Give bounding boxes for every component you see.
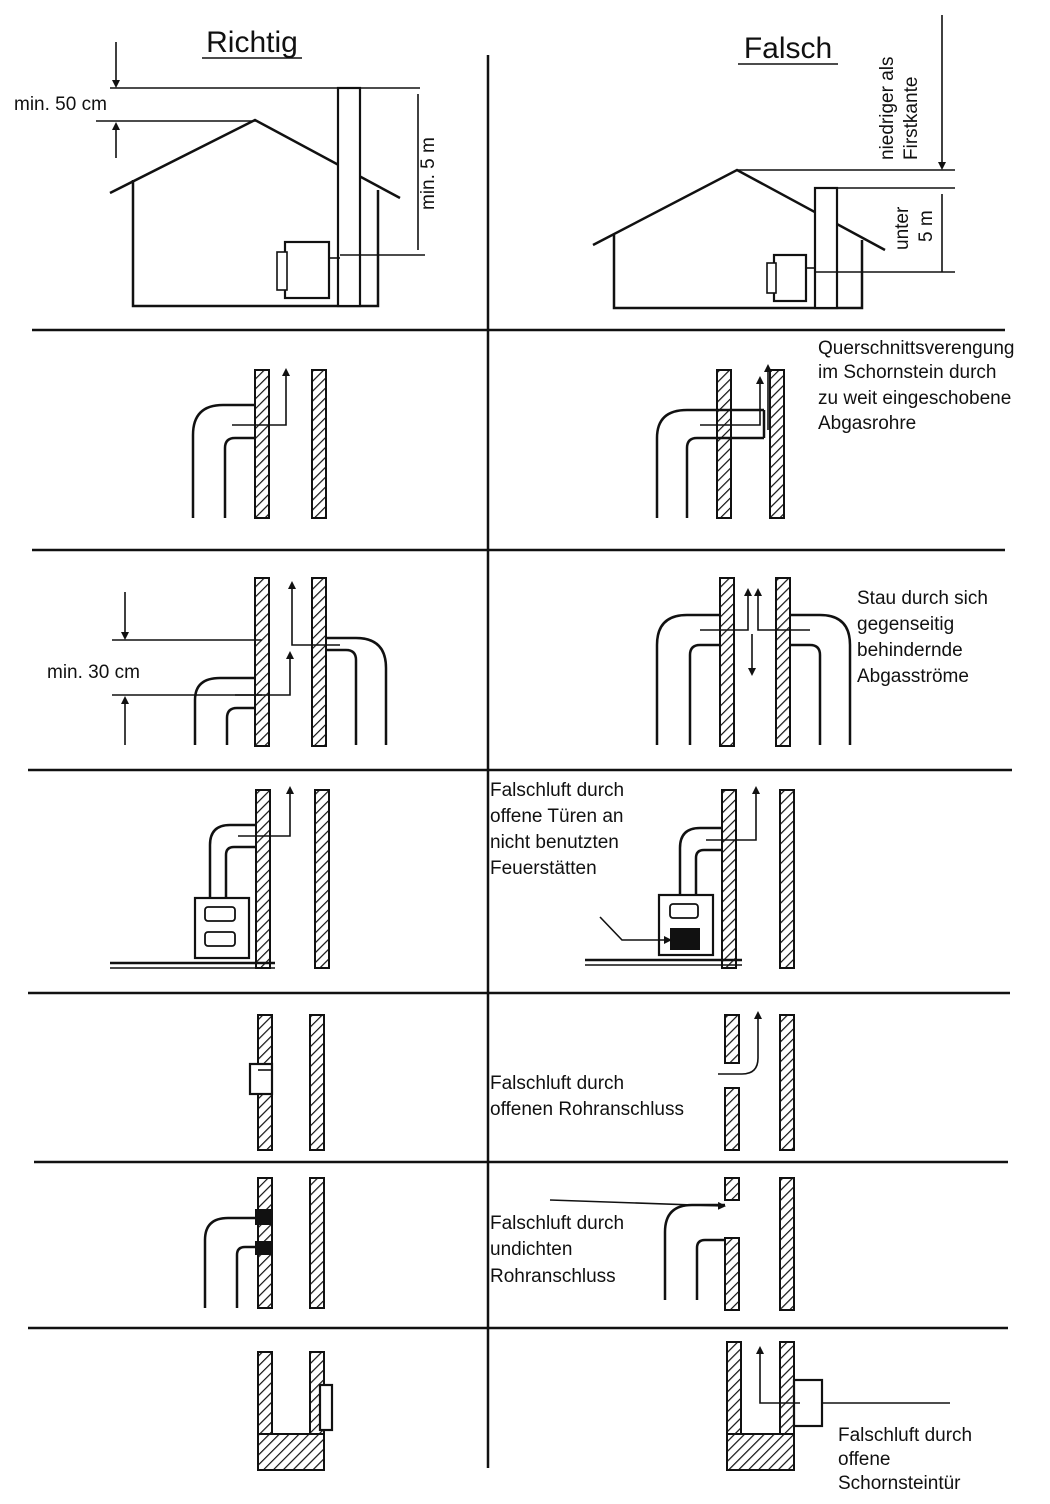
label-chimney-door: Falschluft durch offene Schornsteintür xyxy=(838,1425,977,1494)
label-jam: Stau durch sich gegenseitig behindernde … xyxy=(857,588,993,687)
chimney-door-correct xyxy=(257,1351,334,1471)
label-narrowing: Querschnittsverengung im Schornstein dur… xyxy=(818,338,1020,434)
stove-wrong xyxy=(585,786,795,969)
label-min-50cm: min. 50 cm xyxy=(14,94,107,115)
pipe-insertion-correct xyxy=(191,368,327,519)
label-lower-ridge: niedriger als Firstkante xyxy=(877,51,922,160)
label-open-pipe: Falschluft durch offenen Rohranschluss xyxy=(490,1073,684,1120)
stove-correct xyxy=(110,786,330,969)
house-correct: min. 50 cm min. 5 m xyxy=(14,42,439,308)
leaky-connection-wrong xyxy=(549,1177,795,1311)
header-correct: Richtig xyxy=(206,26,298,59)
house-wrong: niedriger als Firstkante unter 5 m xyxy=(592,15,955,310)
label-under-5m: unter 5 m xyxy=(892,201,937,250)
grid-lines xyxy=(28,55,1012,1468)
pipe-opening-wrong xyxy=(718,1011,795,1151)
chimney-door-wrong xyxy=(726,1341,950,1471)
leaky-connection-correct xyxy=(203,1177,325,1309)
label-min-5m: min. 5 m xyxy=(418,137,439,210)
label-open-doors: Falschluft durch offene Türen an nicht b… xyxy=(490,780,629,879)
header-wrong: Falsch xyxy=(744,32,832,65)
two-connections-wrong xyxy=(655,577,852,747)
label-min-30cm: min. 30 cm xyxy=(47,662,140,683)
two-connections-correct: min. 30 cm xyxy=(47,577,388,747)
pipe-insertion-wrong xyxy=(655,364,785,519)
pipe-opening-correct xyxy=(248,1014,325,1151)
label-leaky-pipe: Falschluft durch undichten Rohranschluss xyxy=(490,1213,629,1287)
